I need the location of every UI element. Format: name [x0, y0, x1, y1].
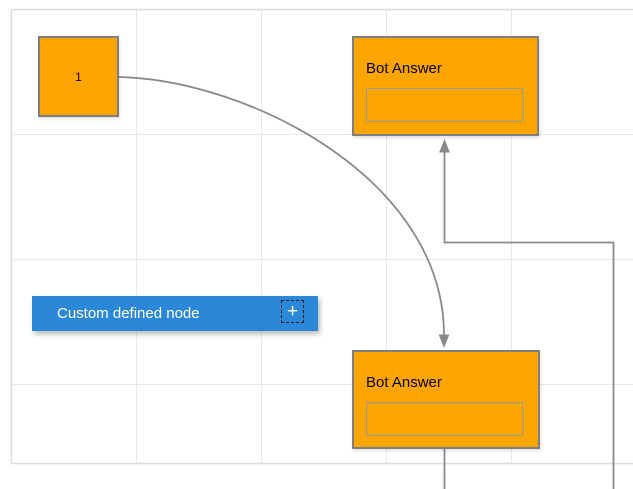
- bot-answer-top-text-field[interactable]: [366, 88, 523, 122]
- orthogonal-connector[interactable]: [439, 139, 615, 489]
- orthogonal-connector-path: [443, 152, 615, 489]
- curved-connector[interactable]: [118, 76, 450, 348]
- bot-answer-bottom-title: Bot Answer: [366, 374, 442, 391]
- bot-answer-bottom-text-field[interactable]: [366, 402, 523, 436]
- bot-answer-node-bottom[interactable]: Bot Answer: [352, 350, 540, 449]
- custom-defined-node[interactable]: Custom defined node +: [32, 296, 318, 331]
- orthogonal-connector-arrowhead: [439, 139, 450, 153]
- add-port-icon[interactable]: +: [281, 300, 304, 323]
- curved-connector-arrowhead: [438, 334, 450, 348]
- custom-defined-node-label: Custom defined node: [57, 305, 200, 322]
- start-node-label: 1: [75, 69, 82, 84]
- bot-answer-top-title: Bot Answer: [366, 60, 442, 77]
- page-border: [10, 8, 633, 465]
- start-node[interactable]: 1: [38, 36, 119, 117]
- bot-answer-node-top[interactable]: Bot Answer: [352, 36, 539, 136]
- curved-connector-path: [118, 76, 445, 336]
